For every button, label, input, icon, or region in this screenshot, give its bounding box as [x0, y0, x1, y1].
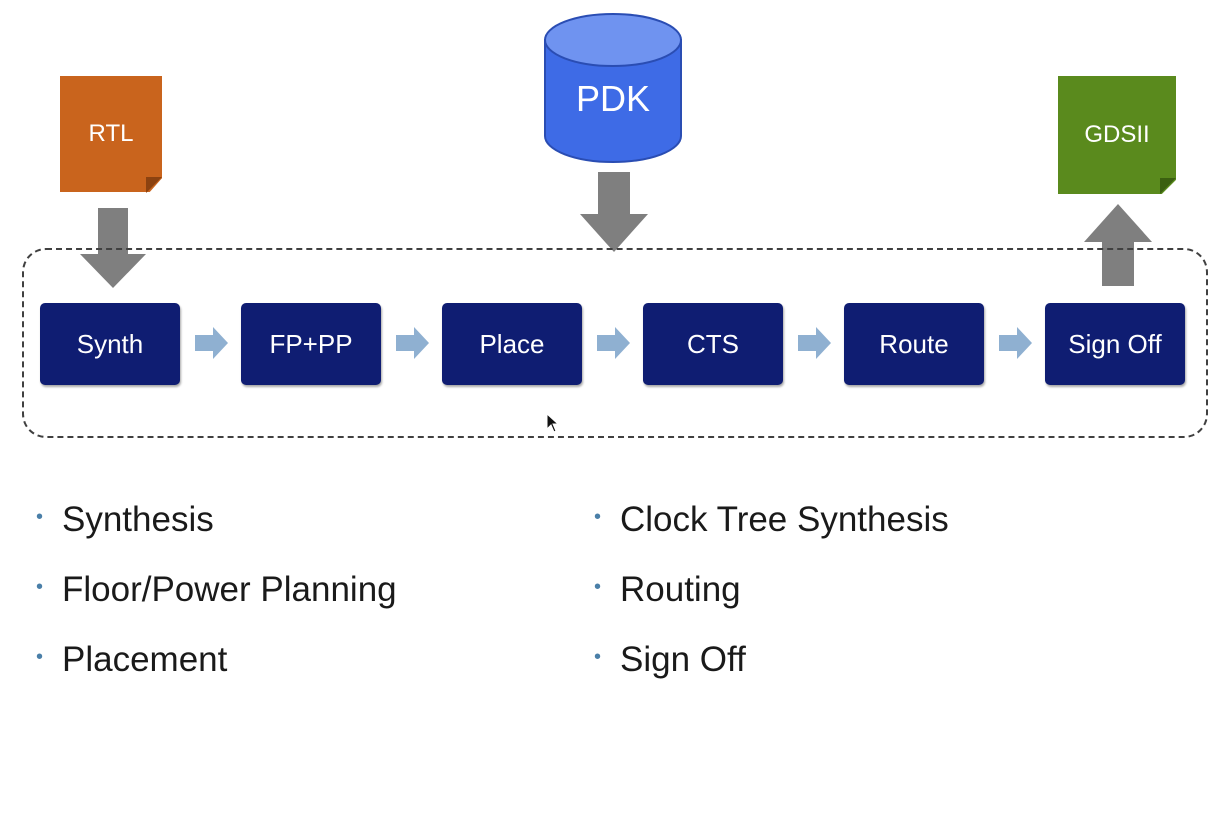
arrow-fp-pp-to-place-icon	[396, 327, 429, 359]
bullet-list-left: • Synthesis • Floor/Power Planning • Placem…	[36, 485, 397, 695]
step-sign-off-label: Sign Off	[1068, 328, 1162, 359]
bullet-dot-icon: •	[36, 506, 44, 528]
pdk-database-cylinder	[544, 13, 682, 163]
arrow-route-to-sign-off-icon	[999, 327, 1032, 359]
gdsii-up-arrow	[1084, 204, 1152, 286]
gdsii-label: GDSII	[1084, 121, 1150, 148]
bullet-text: Clock Tree Synthesis	[620, 500, 949, 539]
rtl-document-fold	[146, 177, 162, 193]
bullet-item: • Placement	[36, 625, 397, 695]
bullet-item: • Synthesis	[36, 485, 397, 555]
bullet-text: Sign Off	[620, 640, 746, 679]
flow-container	[22, 248, 1208, 438]
step-place-label: Place	[479, 328, 545, 359]
step-fp-pp-label: FP+PP	[269, 328, 353, 359]
bullet-dot-icon: •	[36, 646, 44, 668]
step-synth-label: Synth	[76, 328, 144, 359]
arrow-synth-to-fp-pp-icon	[195, 327, 228, 359]
bullet-item: • Sign Off	[594, 625, 949, 695]
bullet-dot-icon: •	[594, 506, 602, 528]
bullet-item: • Clock Tree Synthesis	[594, 485, 949, 555]
step-route: Route	[844, 303, 984, 385]
step-fp-pp: FP+PP	[241, 303, 381, 385]
bullet-item: • Routing	[594, 555, 949, 625]
step-synth: Synth	[40, 303, 180, 385]
bullet-list-right: • Clock Tree Synthesis • Routing • Sign Off	[594, 485, 949, 695]
step-place: Place	[442, 303, 582, 385]
bullet-text: Synthesis	[62, 500, 214, 539]
step-sign-off: Sign Off	[1045, 303, 1185, 385]
step-cts: CTS	[643, 303, 783, 385]
bullet-text: Floor/Power Planning	[62, 570, 397, 609]
bullet-dot-icon: •	[36, 576, 44, 598]
mouse-cursor-icon	[546, 413, 560, 433]
bullet-text: Placement	[62, 640, 228, 679]
gdsii-document: GDSII	[1058, 76, 1176, 194]
bullet-item: • Floor/Power Planning	[36, 555, 397, 625]
bullet-text: Routing	[620, 570, 741, 609]
pdk-label: PDK	[575, 78, 651, 119]
arrow-place-to-cts-icon	[597, 327, 630, 359]
rtl-label: RTL	[88, 120, 134, 147]
step-route-label: Route	[879, 328, 949, 359]
bullet-dot-icon: •	[594, 576, 602, 598]
step-cts-label: CTS	[687, 328, 739, 359]
bullet-dot-icon: •	[594, 646, 602, 668]
arrow-cts-to-route-icon	[798, 327, 831, 359]
rtl-document: RTL	[60, 76, 162, 192]
pdk-down-arrow	[580, 172, 648, 252]
